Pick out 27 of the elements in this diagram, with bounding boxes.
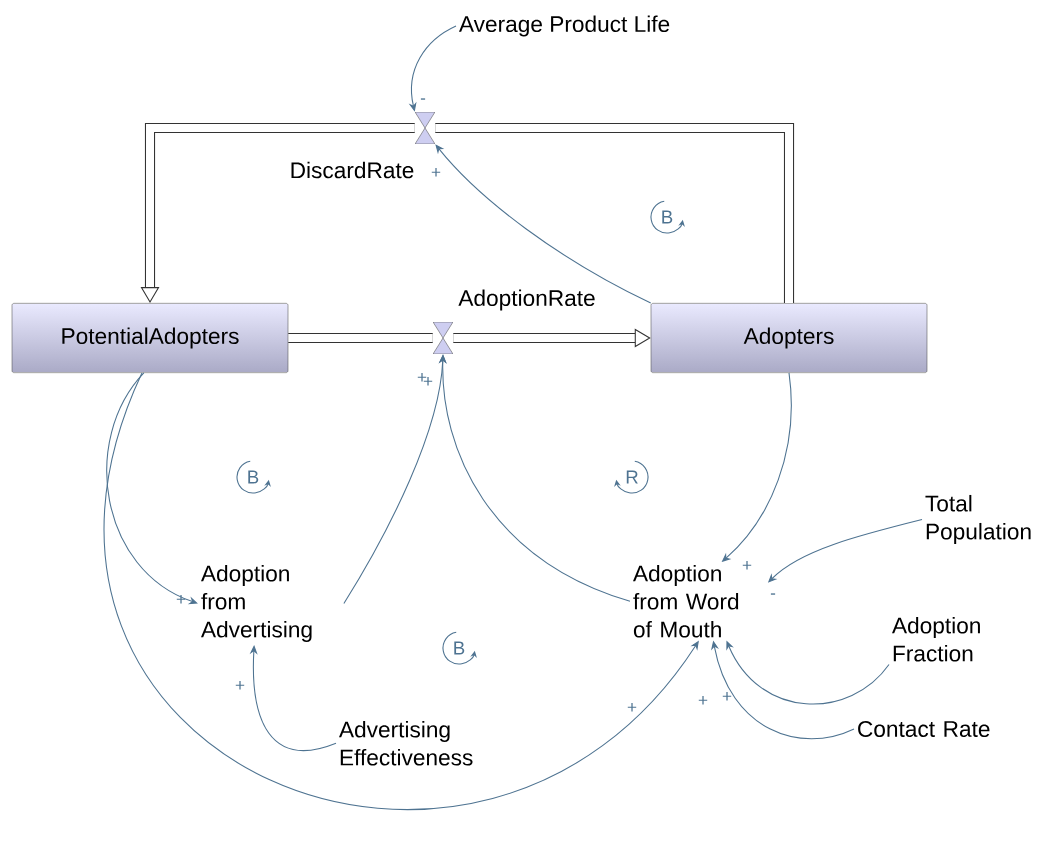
flow-pipe bbox=[453, 328, 651, 348]
variable-label: Adoption from Word of Mouth bbox=[633, 564, 739, 638]
variable-label: Adoption from Advertising bbox=[201, 564, 312, 643]
polarity-sign: + bbox=[627, 703, 637, 712]
flow-label: AdoptionRate bbox=[458, 289, 595, 311]
polarity-sign: + bbox=[698, 696, 708, 705]
polarity-sign: + bbox=[431, 168, 441, 177]
variable-label: Average Product Life bbox=[459, 15, 670, 37]
link-arrow bbox=[435, 144, 652, 304]
link-arrow bbox=[249, 645, 337, 752]
variable-label: Adoption Fraction bbox=[892, 616, 980, 662]
stock-box: Adopters bbox=[650, 303, 928, 373]
polarity-sign: + bbox=[722, 692, 732, 701]
link-arrow bbox=[106, 372, 198, 605]
link-arrow bbox=[104, 372, 699, 811]
polarity-sign: + bbox=[235, 681, 245, 690]
variable-label: Total Population bbox=[925, 494, 1031, 545]
flow-label: DiscardRate bbox=[291, 161, 414, 179]
polarity-sign: + bbox=[176, 595, 186, 604]
polarity-sign: + bbox=[742, 561, 752, 570]
flow-pipe bbox=[288, 332, 433, 344]
polarity-sign: - bbox=[770, 593, 776, 595]
stock-box: PotentialAdopters bbox=[11, 303, 289, 373]
variable-label: Advertising Effectiveness bbox=[339, 720, 473, 766]
polarity-sign: - bbox=[420, 98, 426, 100]
flow-pipe bbox=[435, 122, 795, 304]
variable-label: Contact Rate bbox=[858, 720, 990, 737]
